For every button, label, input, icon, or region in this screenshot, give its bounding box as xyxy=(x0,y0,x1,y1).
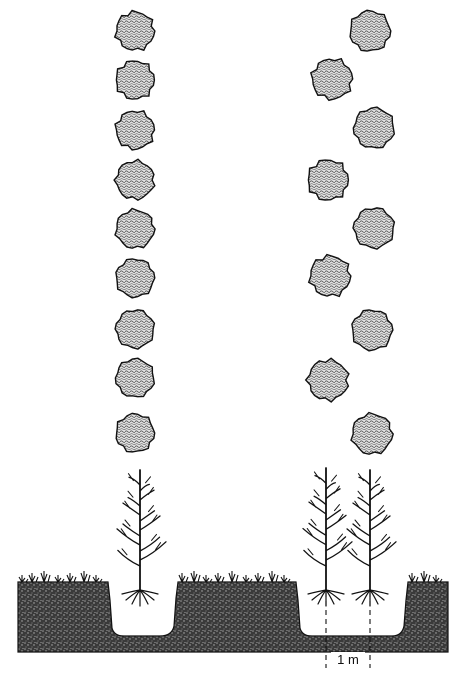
grass-tuft xyxy=(81,571,90,582)
grass-tuft xyxy=(215,573,224,582)
plan-single-row xyxy=(114,11,155,452)
grass-tuft xyxy=(67,573,76,582)
grass-tuft xyxy=(421,571,430,582)
plan-shrub-double xyxy=(306,358,349,402)
grass-tuft xyxy=(255,573,264,582)
grass-tuft xyxy=(29,573,38,582)
spacing-label: 1 m xyxy=(337,652,359,667)
plan-shrub-single xyxy=(116,259,155,298)
plan-shrub-single xyxy=(115,111,155,150)
plan-shrub-double xyxy=(351,413,393,455)
grass-tuft xyxy=(203,575,212,582)
plan-shrub-double xyxy=(353,208,394,249)
surface-vegetation xyxy=(19,571,442,582)
plan-shrub-single xyxy=(115,11,155,51)
plan-shrub-single xyxy=(116,61,154,99)
spacing-dimension: 1 m xyxy=(326,592,370,668)
plan-double-row xyxy=(306,10,395,454)
grass-tuft xyxy=(409,573,418,582)
plan-shrub-double xyxy=(353,107,394,148)
plan-shrub-double xyxy=(308,160,348,200)
plan-shrub-double xyxy=(309,255,351,297)
grass-tuft xyxy=(269,571,278,582)
grass-tuft xyxy=(243,575,252,582)
grass-tuft xyxy=(433,575,442,582)
plan-shrub-single xyxy=(115,209,155,249)
grass-tuft xyxy=(229,571,238,582)
grass-tuft xyxy=(191,571,200,582)
plan-shrub-single xyxy=(115,310,154,349)
plan-shrub-single xyxy=(115,358,154,397)
cross-section: 1 m xyxy=(18,468,448,668)
grass-tuft xyxy=(93,575,102,582)
grass-tuft xyxy=(41,571,50,582)
section-tree xyxy=(117,470,166,606)
plan-shrub-single xyxy=(114,159,155,200)
section-tree xyxy=(347,470,396,606)
plan-shrub-single xyxy=(116,413,155,452)
grass-tuft xyxy=(179,573,188,582)
plan-shrub-double xyxy=(311,59,353,101)
grass-tuft xyxy=(281,575,290,582)
grass-tuft xyxy=(55,575,64,582)
plan-shrub-double xyxy=(350,10,391,51)
grass-tuft xyxy=(19,575,28,582)
plan-shrub-double xyxy=(352,310,393,351)
section-tree xyxy=(303,468,352,606)
